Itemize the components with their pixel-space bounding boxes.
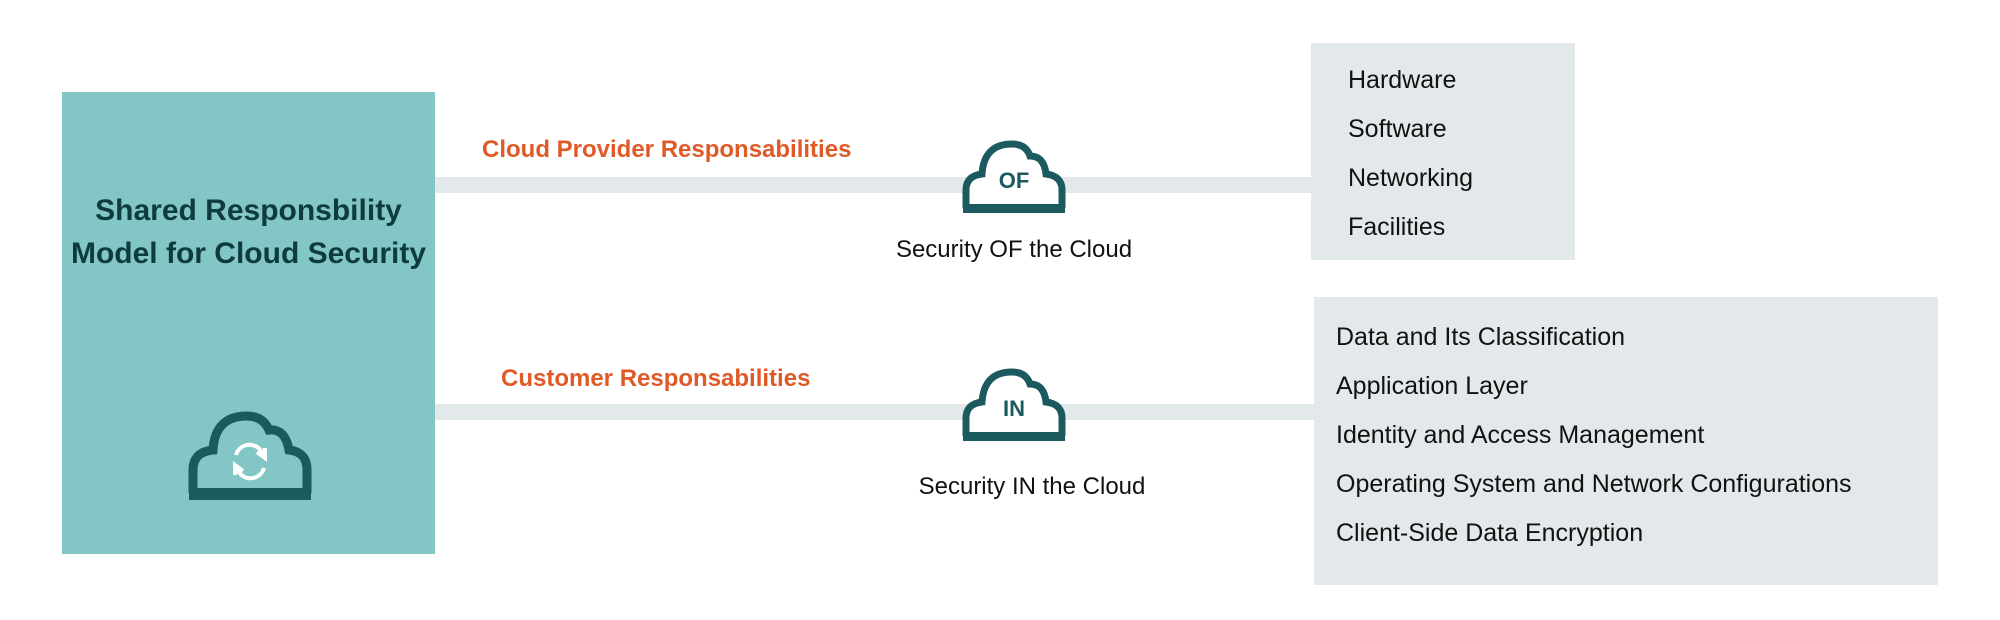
list-item: Application Layer: [1336, 372, 1528, 400]
cloud-in-icon: [962, 368, 1066, 441]
provider-label: Cloud Provider Responsabilities: [482, 136, 852, 163]
list-item: Data and Its Classification: [1336, 323, 1626, 351]
customer-connector: [435, 404, 1314, 420]
model-title: Shared Responsbility Model for Cloud Sec…: [70, 194, 427, 270]
list-item: Software: [1348, 115, 1447, 143]
of-badge: OF: [998, 168, 1030, 193]
list-item: Networking: [1348, 164, 1474, 192]
provider-connector: [435, 177, 1311, 193]
customer-items-box: Data and Its Classification Application …: [1314, 297, 1938, 585]
list-item: Hardware: [1348, 66, 1457, 94]
provider-caption: Security OF the Cloud: [895, 236, 1133, 263]
list-item: Identity and Access Management: [1336, 421, 1705, 449]
cloud-of-icon: [962, 140, 1066, 213]
customer-label: Customer Responsabilities: [501, 365, 811, 392]
list-item: Operating System and Network Configurati…: [1336, 470, 1852, 498]
in-badge: IN: [1003, 396, 1025, 421]
customer-caption: Security IN the Cloud: [918, 473, 1146, 500]
cloud-sync-icon: [188, 411, 312, 500]
list-item: Facilities: [1348, 213, 1446, 241]
provider-items-box: Hardware Software Networking Facilities: [1311, 43, 1575, 260]
list-item: Client-Side Data Encryption: [1336, 519, 1644, 547]
